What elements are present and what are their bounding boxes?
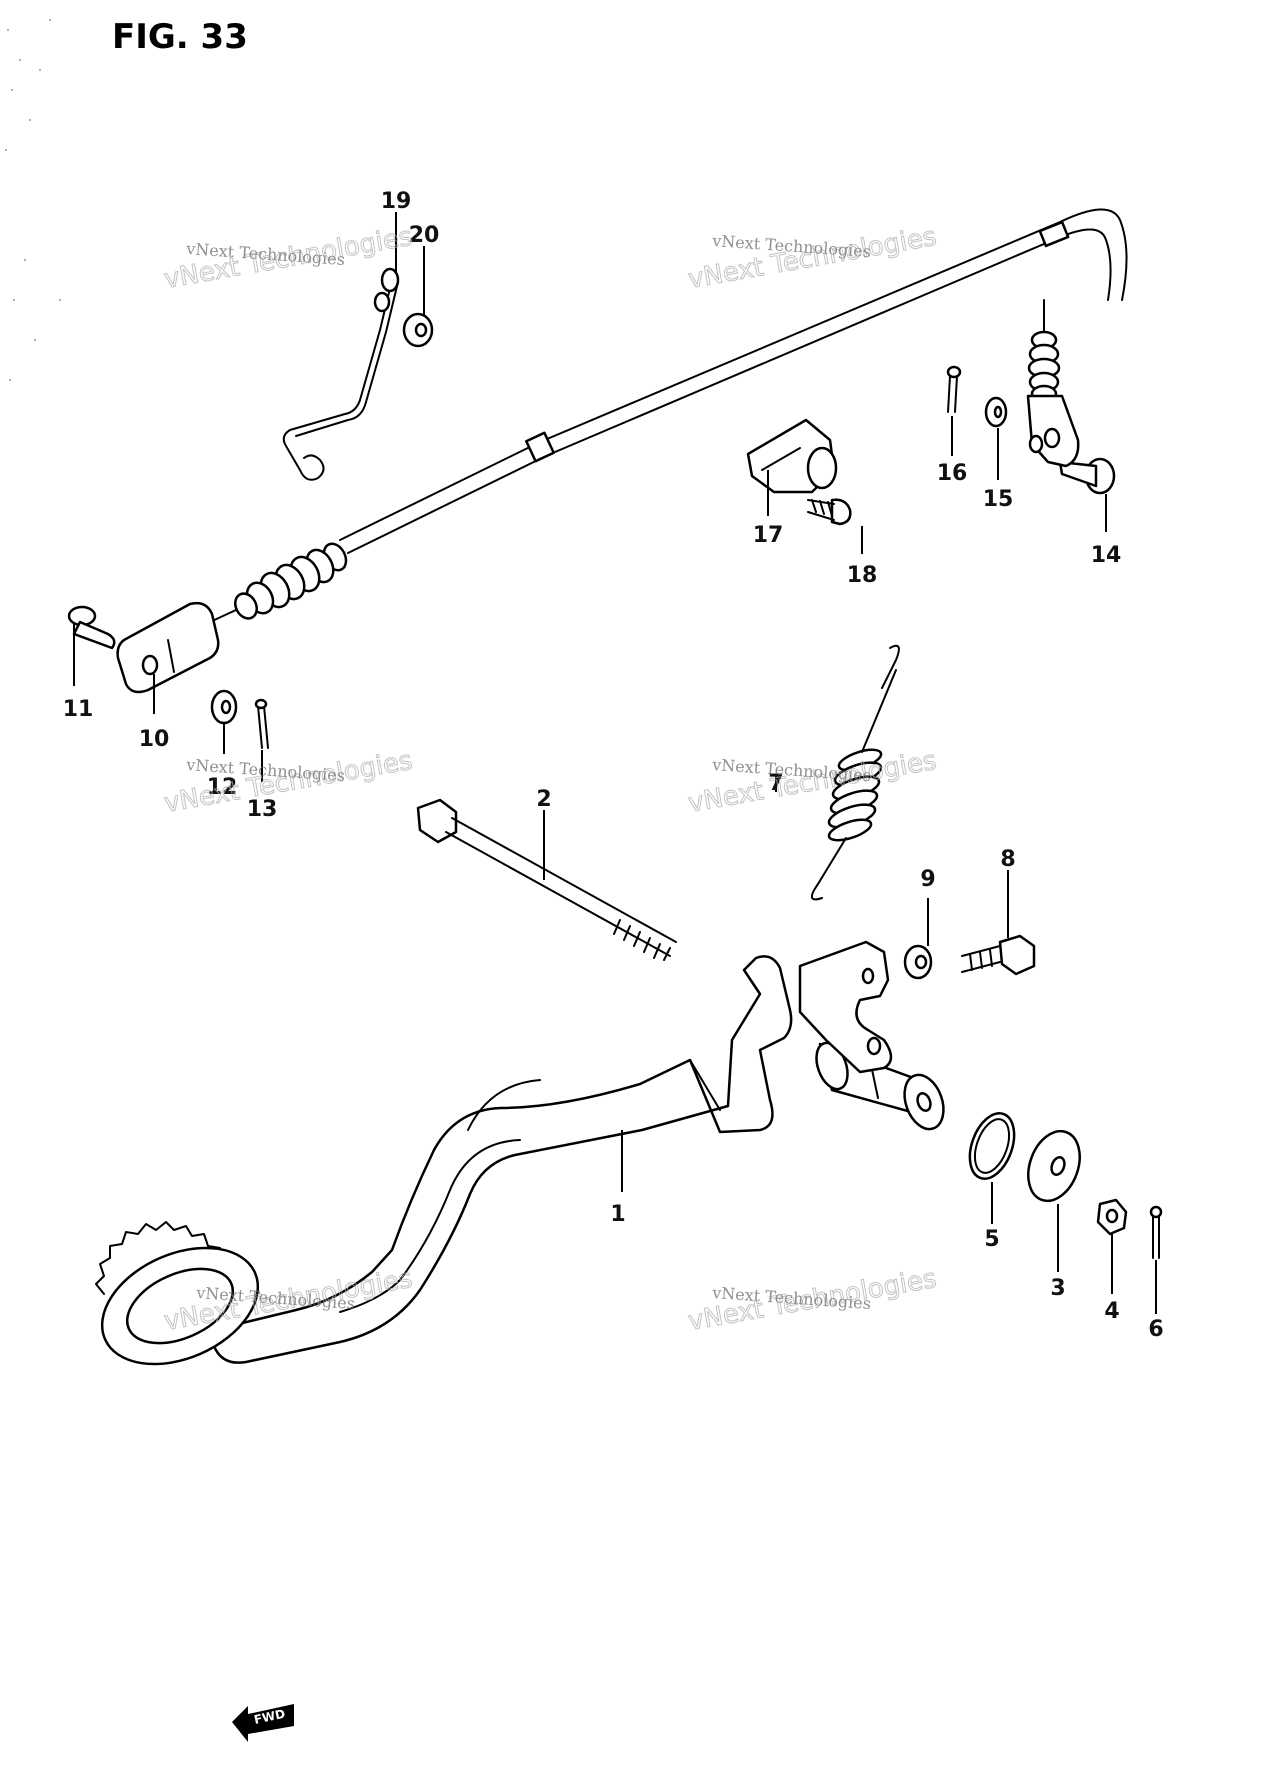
part-20-nut — [402, 312, 434, 348]
callout-labels: 1 2 3 4 5 6 7 8 9 10 11 12 13 14 15 16 1… — [63, 189, 1164, 1342]
part-4-nut — [1096, 1198, 1128, 1236]
part-17-clamp — [746, 418, 838, 494]
brake-cable — [209, 208, 1128, 623]
callout-9: 9 — [920, 867, 935, 892]
callout-2: 2 — [536, 787, 551, 812]
part-8-bolt — [961, 934, 1036, 976]
part-7-spring — [811, 644, 900, 901]
callout-18: 18 — [847, 563, 878, 588]
callout-10: 10 — [139, 727, 170, 752]
part-1-brake-pedal — [95, 940, 945, 1366]
callout-5: 5 — [984, 1227, 999, 1252]
part-18-bolt — [807, 498, 852, 526]
callout-12: 12 — [207, 775, 238, 800]
callout-16: 16 — [937, 461, 968, 486]
part-5-circlip — [968, 1112, 1016, 1180]
part-3-washer — [1027, 1129, 1081, 1203]
part-2-long-bolt — [416, 798, 677, 961]
watermark-bottom-right: vNext Technologies vNext Technologies — [686, 1263, 940, 1337]
callout-20: 20 — [409, 223, 440, 248]
part-19-bracket — [282, 267, 400, 481]
callout-6: 6 — [1148, 1317, 1163, 1342]
watermark-mid-left: vNext Technologies vNext Technologies — [162, 745, 416, 819]
part-10-clevis — [116, 601, 220, 694]
scan-noise — [5, 19, 61, 381]
fwd-label: FWD — [253, 1707, 287, 1727]
watermark-top-right: vNext Technologies vNext Technologies — [686, 221, 940, 295]
part-6-cotter-pin — [1149, 1205, 1163, 1259]
part-16-cotter-pin — [946, 365, 962, 413]
part-14-pin — [1058, 457, 1116, 495]
figure-title: FIG. 33 — [112, 17, 248, 57]
callout-13: 13 — [247, 797, 278, 822]
part-13-cotter-pin — [254, 698, 269, 749]
callout-15: 15 — [983, 487, 1014, 512]
watermark-top-left: vNext Technologies vNext Technologies — [162, 221, 416, 295]
leader-lines — [73, 212, 1157, 1314]
callout-8: 8 — [1000, 847, 1015, 872]
callout-17: 17 — [753, 523, 784, 548]
forward-direction-arrow: FWD — [232, 1704, 294, 1742]
callout-4: 4 — [1104, 1299, 1119, 1324]
callout-14: 14 — [1091, 543, 1122, 568]
callout-11: 11 — [63, 697, 94, 722]
callout-1: 1 — [610, 1202, 625, 1227]
part-9-nut — [903, 944, 933, 980]
watermark-mid-right: vNext Technologies vNext Technologies — [686, 745, 940, 819]
callout-19: 19 — [381, 189, 412, 214]
cable-end-clevis — [1026, 394, 1080, 468]
part-15-washer — [984, 396, 1008, 428]
part-11-pin — [67, 605, 116, 650]
callout-7: 7 — [768, 771, 783, 796]
callout-3: 3 — [1050, 1276, 1065, 1301]
part-12-washer — [210, 689, 238, 725]
